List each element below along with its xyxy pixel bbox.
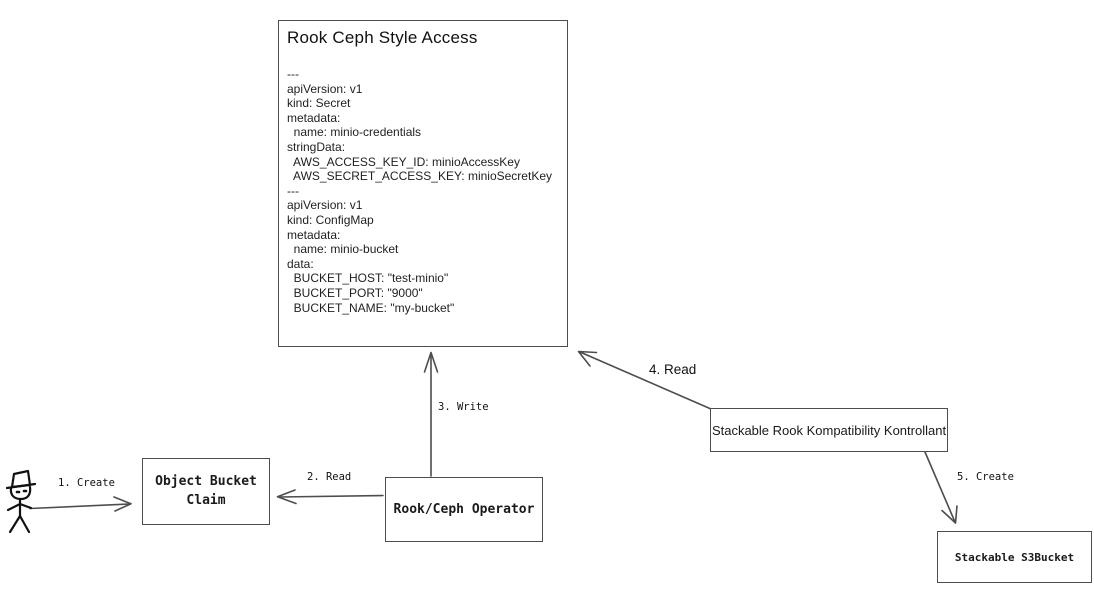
edge-label-1-create: 1. Create: [58, 477, 115, 489]
node-stackable-rook-kontrollant-label: Stackable Rook Kompatibility Kontrollant: [711, 422, 947, 438]
node-rook-ceph-operator: Rook/Ceph Operator: [385, 477, 543, 542]
user-stick-figure-icon: [5, 469, 37, 534]
node-object-bucket-claim-label: Object Bucket Claim: [155, 473, 257, 508]
node-rook-ceph-style-access-title: Rook Ceph Style Access: [287, 28, 478, 47]
node-object-bucket-claim: Object Bucket Claim: [142, 458, 270, 525]
yaml-manifest-text: --- apiVersion: v1 kind: Secret metadata…: [287, 67, 552, 315]
arrow-5-create: [924, 451, 958, 524]
edge-label-4-read: 4. Read: [649, 362, 697, 377]
node-rook-ceph-style-access: Rook Ceph Style Access --- apiVersion: v…: [278, 20, 568, 347]
edge-label-5-create: 5. Create: [957, 471, 1014, 483]
arrow-4-read: [577, 350, 712, 410]
arrow-3-write: [423, 351, 439, 477]
node-rook-ceph-operator-label: Rook/Ceph Operator: [393, 502, 535, 517]
edge-label-2-read: 2. Read: [307, 471, 352, 483]
edge-label-3-write: 3. Write: [438, 401, 489, 413]
arrow-2-read: [276, 489, 384, 505]
node-stackable-s3bucket: Stackable S3Bucket: [937, 531, 1092, 583]
node-stackable-s3bucket-label: Stackable S3Bucket: [954, 550, 1075, 564]
node-stackable-rook-kontrollant: Stackable Rook Kompatibility Kontrollant: [710, 408, 948, 452]
